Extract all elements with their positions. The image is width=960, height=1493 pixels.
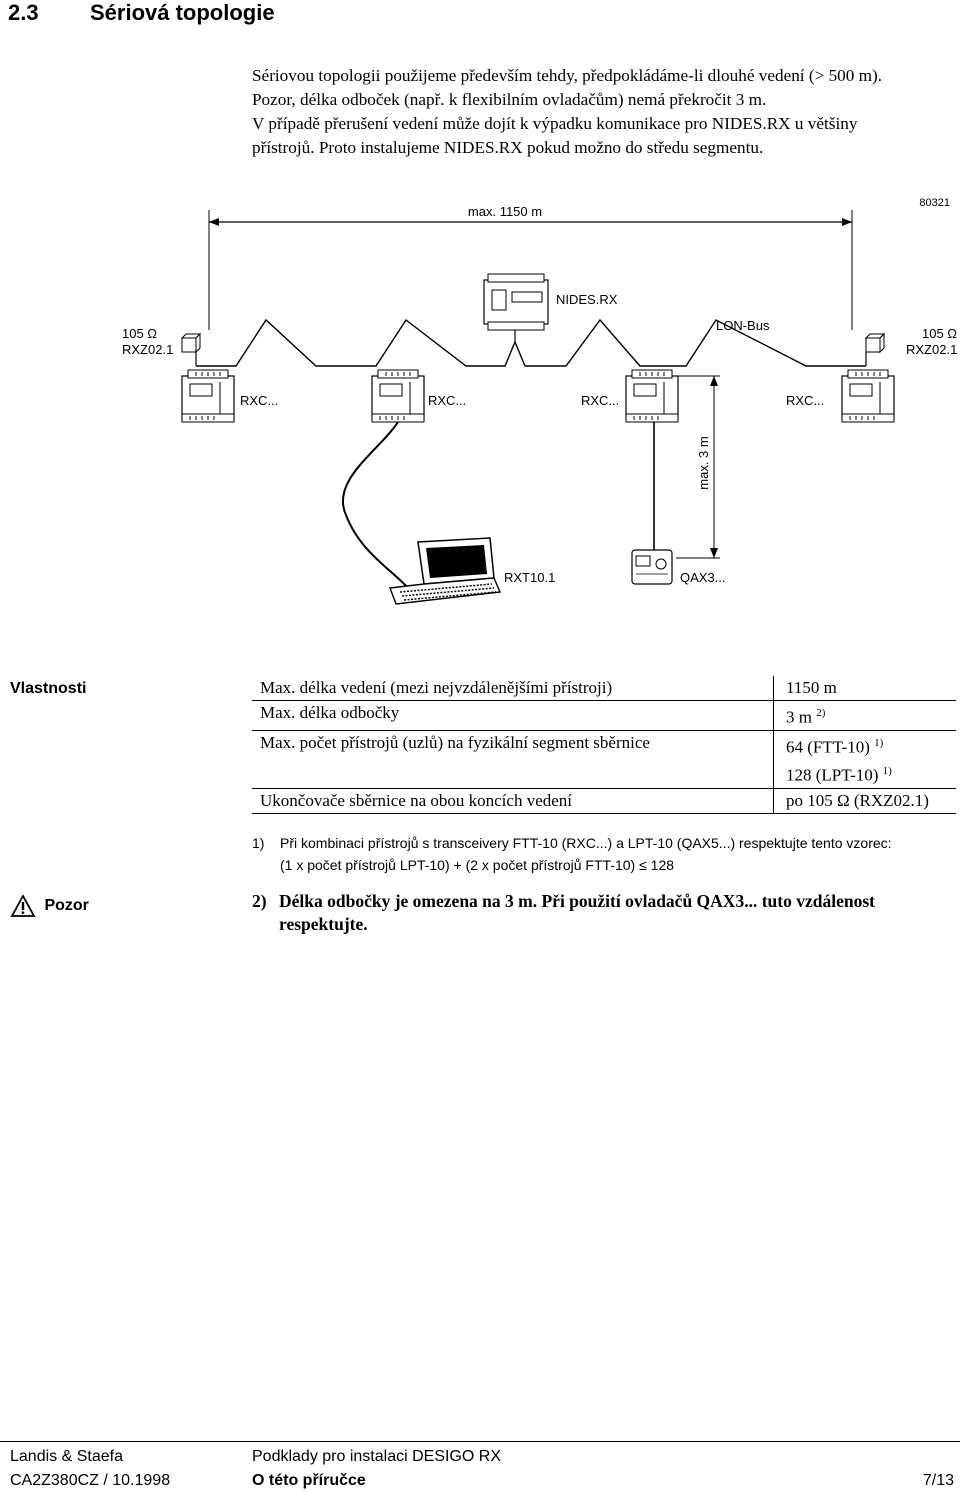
lon-bus-label: LON-Bus: [716, 318, 770, 333]
room-unit-label: QAX3...: [680, 570, 726, 585]
footnote-ref: 2): [816, 707, 826, 719]
rxc-device-icon: [181, 369, 235, 423]
intro-line: Sériovou topologii použijeme především t…: [252, 66, 883, 85]
warning-triangle-icon: [10, 894, 36, 917]
section-number: 2.3: [8, 0, 39, 25]
rxc-device-icon: [371, 369, 425, 423]
properties-table: Max. délka vedení (mezi nejvzdálenějšími…: [252, 676, 956, 814]
property-value: po 105 Ω (RXZ02.1): [773, 788, 956, 814]
property-value: 1150 m: [773, 676, 956, 701]
warning-number: 2): [252, 891, 267, 911]
rxc-label: RXC...: [240, 393, 278, 408]
terminator-left-value: 105 Ω: [122, 326, 157, 341]
terminator-right-name: RXZ02.1: [906, 342, 957, 357]
max-length-label: max. 1150 m: [468, 204, 542, 219]
properties-heading: Vlastnosti: [10, 680, 87, 697]
stub-length-label: max. 3 m: [696, 436, 711, 489]
rxc-label: RXC...: [428, 393, 466, 408]
footer-page: 7/13: [922, 1472, 954, 1489]
rxc-device-icon: [841, 369, 895, 423]
topology-diagram: 80321 max. 1150 m NIDES.RX LON-Bus 105 Ω…: [122, 197, 957, 605]
laptop-label: RXT10.1: [504, 570, 555, 585]
laptop-cable: [342, 421, 409, 589]
terminator-right-icon: [864, 332, 886, 354]
intro-paragraph: Sériovou topologii použijeme především t…: [252, 64, 952, 160]
property-value: 3 m 2): [773, 700, 956, 731]
footnote-ref: 1): [882, 765, 892, 778]
laptop-icon: [389, 537, 502, 605]
table-row: Max. délka odbočky 3 m 2): [252, 700, 956, 731]
footnote-formula: (1 x počet přístrojů LPT-10) + (2 x poče…: [280, 857, 636, 873]
arrow-up-icon: [710, 376, 718, 386]
rxc-label: RXC...: [581, 393, 619, 408]
arrow-left-icon: [209, 218, 219, 226]
property-label: Max. délka odbočky: [252, 700, 774, 731]
section-title: Sériová topologie: [90, 0, 275, 25]
intro-line: přístrojů. Proto instalujeme NIDES.RX po…: [252, 138, 764, 157]
property-value: 64 (FTT-10) 1) 128 (LPT-10) 1): [773, 730, 956, 789]
footnote-1: 1) Při kombinaci přístrojů s transceivery…: [252, 832, 892, 876]
warning-note: 2) Délka odbočky je omezena na 3 m. Při …: [252, 890, 957, 940]
figure-id: 80321: [919, 197, 950, 209]
less-equal-symbol: ≤: [639, 857, 647, 873]
warning-text: Délka odbočky je omezena na 3 m. Při pou…: [279, 891, 875, 934]
footer-chapter: O této příručce: [252, 1472, 366, 1489]
room-unit-icon: [631, 549, 673, 585]
property-label: Max. počet přístrojů (uzlů) na fyzikální…: [252, 730, 774, 789]
table-row: Max. počet přístrojů (uzlů) na fyzikální…: [252, 730, 956, 789]
footnote-text: Při kombinaci přístrojů s transceivery F…: [280, 835, 892, 851]
terminator-right-value: 105 Ω: [922, 326, 957, 341]
table-row: Ukončovače sběrnice na obou koncích vede…: [252, 788, 956, 814]
intro-line: Pozor, délka odboček (např. k flexibilní…: [252, 90, 767, 109]
footer-doc-code: CA2Z380CZ / 10.1998: [10, 1472, 171, 1489]
footer-divider: [0, 1441, 960, 1442]
footnote-ref: 1): [874, 736, 884, 749]
property-label: Ukončovače sběrnice na obou koncích vede…: [252, 788, 774, 814]
footer-company: Landis & Staefa: [10, 1448, 123, 1465]
arrow-right-icon: [842, 218, 852, 226]
intro-line: V případě přerušení vedení může dojít k …: [252, 114, 858, 133]
terminator-left-name: RXZ02.1: [122, 342, 173, 357]
nides-label: NIDES.RX: [556, 292, 618, 307]
footnote-number: 1): [252, 835, 265, 851]
rxc-label: RXC...: [786, 393, 824, 408]
table-row: Max. délka vedení (mezi nejvzdálenějšími…: [252, 676, 956, 701]
rxc-device-icon: [625, 369, 679, 423]
footer-doc-title: Podklady pro instalaci DESIGO RX: [252, 1448, 501, 1465]
warning-label: Pozor: [10, 894, 89, 920]
terminator-left-icon: [180, 332, 202, 354]
arrow-down-icon: [710, 548, 718, 558]
property-label: Max. délka vedení (mezi nejvzdálenějšími…: [252, 676, 774, 701]
nides-device-icon: [483, 273, 549, 331]
